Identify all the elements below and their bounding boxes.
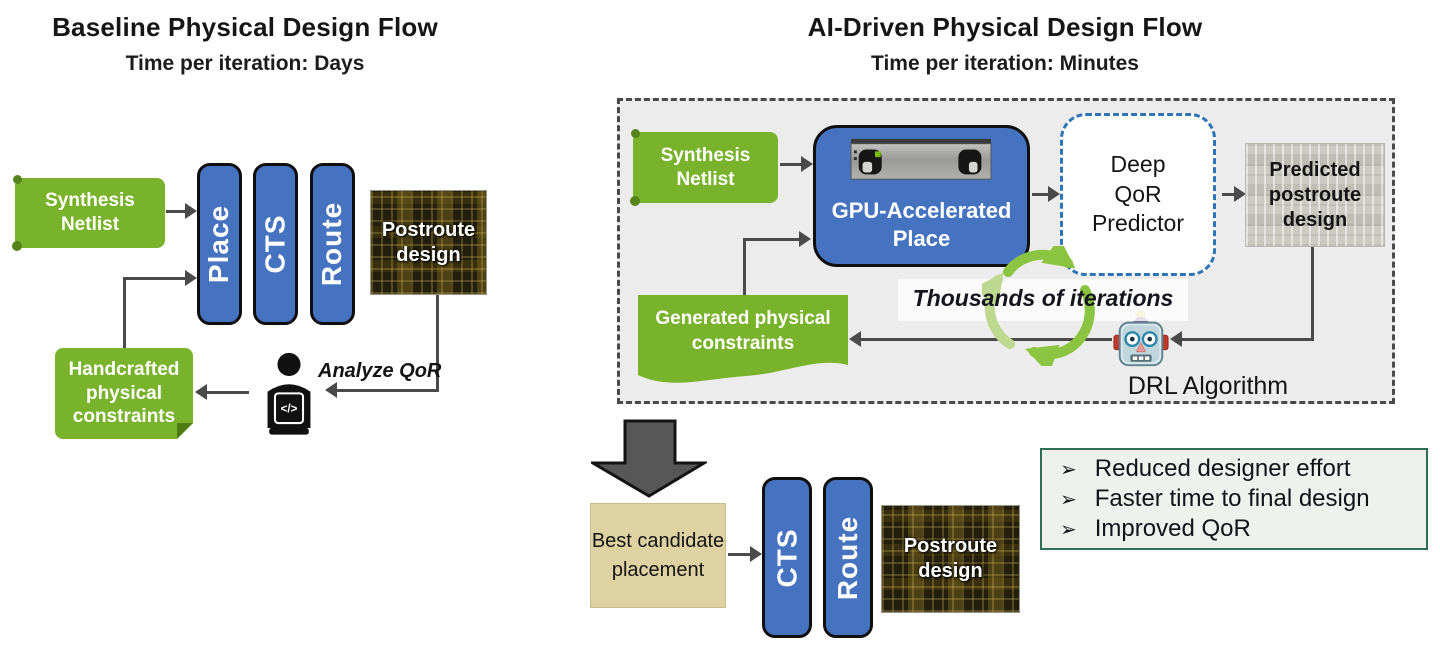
arrowhead-synth-to-gpu: [801, 156, 813, 172]
benefit-item-2-label: Faster time to final design: [1094, 485, 1370, 512]
best-candidate-label: Best candidate placement: [591, 529, 725, 581]
stage-cts: CTS: [253, 163, 298, 325]
gpu-accelerated-place-label: GPU-Accelerated Place: [831, 197, 1012, 252]
handcrafted-constraints-box: Handcrafted physical constraints: [55, 348, 193, 439]
connector-generated-up: [743, 238, 746, 295]
stage-cts-bottom: CTS: [762, 477, 812, 638]
connector-robot-to-generated: [860, 338, 1112, 341]
arrowhead-generated-to-gpu: [799, 231, 811, 247]
generated-constraints-box: Generated physical constraints: [638, 295, 848, 387]
arrowhead-predicted-to-robot: [1170, 331, 1182, 347]
stage-route-label: Route: [316, 201, 348, 287]
arrowhead-candidate-to-cts: [750, 546, 762, 562]
handcrafted-constraints-label: Handcrafted physical constraints: [68, 358, 180, 428]
connector-chip-down: [436, 295, 439, 391]
connector-gpu-to-qor: [1032, 193, 1050, 196]
postroute-label-left: Postroute design: [381, 218, 476, 266]
qor-line-2: QoR: [1114, 180, 1162, 207]
arrowhead-handcrafted-to-place: [185, 270, 197, 286]
qor-line-1: Deep: [1110, 150, 1166, 177]
connector-handcrafted-up: [123, 277, 126, 348]
robot-icon: [1113, 310, 1169, 367]
bullet-icon: ➢: [1060, 459, 1077, 481]
stage-place: Place: [197, 163, 242, 325]
connector-candidate-to-cts: [728, 553, 752, 556]
connector-person-to-handcrafted: [207, 391, 249, 394]
best-candidate-box: Best candidate placement: [590, 503, 726, 608]
analyze-qor-label: Analyze QoR: [318, 360, 442, 382]
benefit-item-2: ➢ Faster time to final design: [1060, 485, 1408, 513]
arrowhead-gpu-to-qor: [1048, 186, 1060, 202]
bullet-icon: ➢: [1060, 519, 1077, 541]
arrowhead-robot-to-generated: [849, 331, 861, 347]
connector-predicted-to-robot: [1182, 338, 1314, 341]
qor-line-3: Predictor: [1091, 210, 1185, 237]
benefit-item-1: ➢ Reduced designer effort: [1060, 455, 1408, 483]
stage-cts-label: CTS: [259, 214, 291, 274]
ai-flow-title: AI-Driven Physical Design Flow: [807, 12, 1203, 42]
stage-route-bottom-label: Route: [832, 515, 864, 600]
drl-algorithm-label: DRL Algorithm: [1127, 372, 1289, 400]
synthesis-netlist-label-right: Synthesis Netlist: [660, 144, 751, 190]
connector-predicted-down: [1311, 247, 1314, 340]
generated-constraints-label: Generated physical constraints: [655, 308, 831, 354]
cycle-arrows-icon: [982, 246, 1095, 366]
baseline-flow-title: Baseline Physical Design Flow: [52, 12, 438, 42]
predicted-postroute-label: Predicted postroute design: [1268, 158, 1362, 231]
baseline-flow-subtitle: Time per iteration: Days: [125, 52, 365, 75]
stage-place-label: Place: [203, 204, 235, 284]
generated-constraints-shape: [638, 295, 848, 383]
down-block-arrow: [591, 419, 707, 498]
synthesis-netlist-box-left: Synthesis Netlist: [12, 175, 165, 251]
iterations-label: Thousands of iterations: [912, 285, 1174, 311]
benefit-item-3: ➢ Improved QoR: [1060, 515, 1408, 543]
synthesis-netlist-label-left: Synthesis Netlist: [45, 190, 135, 235]
gpu-accelerated-place-box: GPU-Accelerated Place: [813, 125, 1030, 267]
gpu-server-icon: [850, 138, 992, 180]
synthesis-netlist-box-right: Synthesis Netlist: [630, 129, 778, 206]
predicted-postroute-chip-image: Predicted postroute design: [1245, 143, 1385, 247]
bullet-icon: ➢: [1060, 489, 1077, 511]
connector-handcrafted-to-place: [123, 277, 187, 280]
iterations-band: [898, 279, 1188, 321]
arrowhead-analyze-qor: [325, 382, 337, 398]
stage-cts-bottom-label: CTS: [771, 528, 802, 587]
arrowhead-qor-to-predicted: [1234, 186, 1246, 202]
postroute-chip-image-left: Postroute design: [370, 190, 487, 295]
connector-analyze-qor: [337, 389, 439, 392]
benefits-box: ➢ Reduced designer effort ➢ Faster time …: [1040, 448, 1428, 550]
arrowhead-synth-to-place: [185, 203, 197, 219]
deep-qor-predictor-box: Deep QoR Predictor: [1060, 113, 1216, 276]
connector-generated-to-gpu: [743, 238, 801, 241]
connector-qor-to-predicted: [1222, 193, 1236, 196]
connector-synth-to-place: [166, 210, 188, 213]
postroute-chip-image-bottom: Postroute design: [881, 505, 1020, 613]
benefit-item-3-label: Improved QoR: [1094, 515, 1251, 542]
postroute-label-bottom: Postroute design: [903, 535, 998, 582]
stage-route-bottom: Route: [823, 477, 873, 638]
folded-corner: [177, 423, 193, 439]
person-laptop-icon: </>: [267, 352, 311, 435]
arrowhead-person-to-handcrafted: [195, 384, 207, 400]
ai-flow-subtitle: Time per iteration: Minutes: [871, 52, 1139, 75]
laptop-code-glyph: </>: [281, 403, 298, 415]
benefit-item-1-label: Reduced designer effort: [1094, 455, 1351, 482]
stage-route: Route: [310, 163, 355, 325]
connector-synth-to-gpu: [780, 163, 802, 166]
